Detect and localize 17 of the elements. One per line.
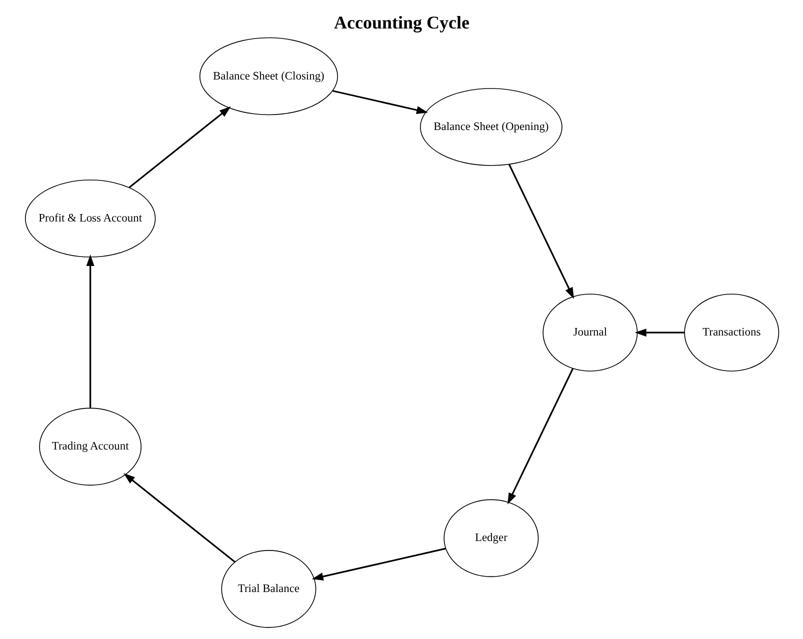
node-ellipse: Trial Balance [220, 550, 316, 628]
node-ellipse: Ledger [443, 499, 538, 578]
diagram-title: Accounting Cycle [334, 12, 470, 32]
node-ellipse: Balance Sheet (Opening) [419, 88, 562, 166]
arrow [634, 328, 684, 337]
arrow [86, 254, 94, 408]
node-ellipse: Transactions [684, 294, 779, 372]
node-ellipse: Trading Account [38, 408, 142, 486]
node-ellipse: Profit & Loss Account [24, 180, 156, 258]
arrow [123, 473, 235, 563]
arrow [128, 106, 230, 188]
node-ellipse: Journal [542, 294, 638, 372]
arrow [311, 548, 446, 580]
arrow [332, 90, 428, 114]
node-ellipse: Balance Sheet (Closing) [198, 37, 338, 116]
arrow [508, 164, 574, 299]
arrow [506, 368, 574, 504]
